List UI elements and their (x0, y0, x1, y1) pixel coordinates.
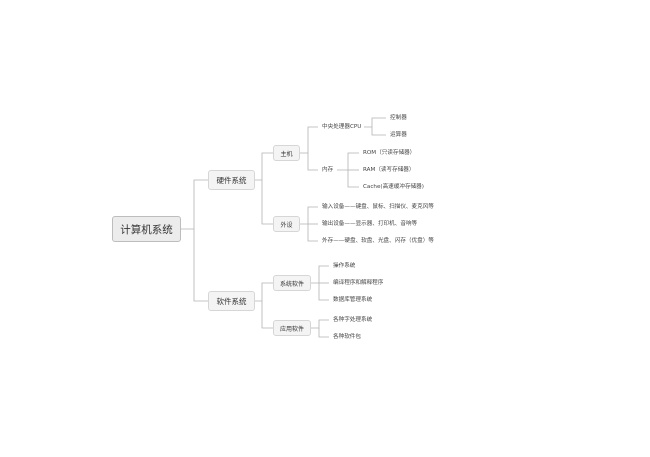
controller-leaf[interactable]: 控制器 (390, 115, 407, 121)
link-software-system (255, 282, 273, 302)
output-device-leaf[interactable]: 输出设备——显示器、打印机、音响等 (322, 221, 418, 227)
link-peripherals-storage (307, 224, 318, 242)
link-system-dbms (318, 283, 329, 301)
link-hardware-host (255, 152, 273, 181)
memory-node[interactable]: 内存 (322, 167, 334, 173)
root-node[interactable]: 计算机系统 (112, 216, 181, 242)
root-label: 计算机系统 (120, 223, 173, 236)
link-memory-rom (337, 152, 359, 171)
cpu-node[interactable]: 中央处理器CPU (322, 124, 362, 130)
hardware-label: 硬件系统 (216, 175, 247, 185)
link-software-application (261, 301, 273, 329)
link-host-memory (307, 153, 318, 171)
os-leaf[interactable]: 操作系统 (333, 263, 356, 269)
compiler-leaf[interactable]: 编译程序和解释程序 (333, 280, 384, 286)
alu-leaf[interactable]: 运算器 (390, 132, 407, 138)
host-label: 主机 (280, 150, 293, 158)
external-storage-leaf[interactable]: 外存——硬盘、软盘、光盘、闪存（优盘）等 (322, 238, 434, 244)
link-memory-cache (347, 170, 359, 188)
link-hardware-peripherals (261, 180, 273, 225)
link-host-cpu (300, 126, 318, 154)
input-device-leaf[interactable]: 输入设备——键盘、鼠标、扫描仪、麦克风等 (322, 204, 434, 210)
peripherals-node[interactable]: 外设 (273, 216, 300, 232)
link-application-packages (318, 328, 329, 338)
link-cpu-alu (371, 127, 386, 136)
application-software-label: 应用软件 (279, 325, 304, 333)
link-root-hardware (181, 179, 208, 230)
link-system-os (311, 265, 329, 284)
system-software-node[interactable]: 系统软件 (273, 275, 311, 291)
rom-leaf[interactable]: ROM（只读存储器） (363, 150, 416, 156)
system-software-label: 系统软件 (279, 280, 304, 288)
link-cpu-controller (364, 117, 386, 128)
cache-leaf[interactable]: Cache(高速缓冲存储器) (363, 184, 424, 190)
software-label: 软件系统 (216, 296, 247, 306)
link-root-software (193, 229, 208, 302)
hardware-node[interactable]: 硬件系统 (208, 170, 255, 190)
ram-leaf[interactable]: RAM（读写存储器） (363, 167, 415, 173)
dbms-leaf[interactable]: 数据库管理系统 (333, 297, 373, 303)
word-processing-leaf[interactable]: 各种字处理系统 (333, 317, 373, 323)
application-software-node[interactable]: 应用软件 (273, 320, 311, 336)
software-node[interactable]: 软件系统 (208, 291, 255, 311)
link-peripherals-input (300, 206, 318, 225)
peripherals-label: 外设 (280, 221, 293, 229)
link-application-word (311, 319, 329, 329)
host-node[interactable]: 主机 (273, 145, 300, 161)
software-packages-leaf[interactable]: 各种软件包 (333, 334, 361, 340)
